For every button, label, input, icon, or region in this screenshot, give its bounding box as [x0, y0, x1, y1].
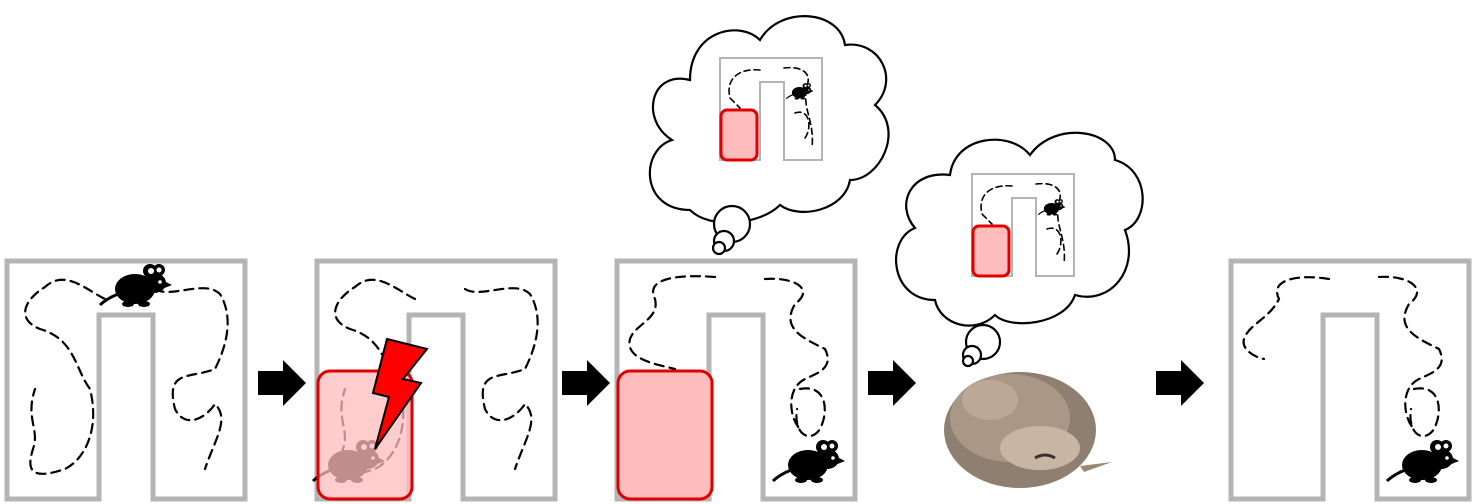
- arrow-right-icon: [562, 360, 610, 406]
- shock-zone: [973, 226, 1009, 276]
- maze-panel-recall: [617, 261, 855, 499]
- shock-zone: [618, 371, 712, 499]
- arrow-right-icon: [1156, 360, 1204, 406]
- thought-cloud-sleep: [896, 133, 1143, 366]
- thought-cloud-recall: [650, 16, 889, 254]
- sleeping-mouse-photo: [944, 372, 1112, 488]
- maze-panel-explore: [7, 261, 245, 499]
- maze-panel-shock: [313, 261, 555, 499]
- shock-zone: [721, 110, 757, 160]
- arrow-right-icon: [868, 360, 916, 406]
- arrow-right-icon: [258, 360, 306, 406]
- maze-panel-avoid: [1231, 261, 1469, 499]
